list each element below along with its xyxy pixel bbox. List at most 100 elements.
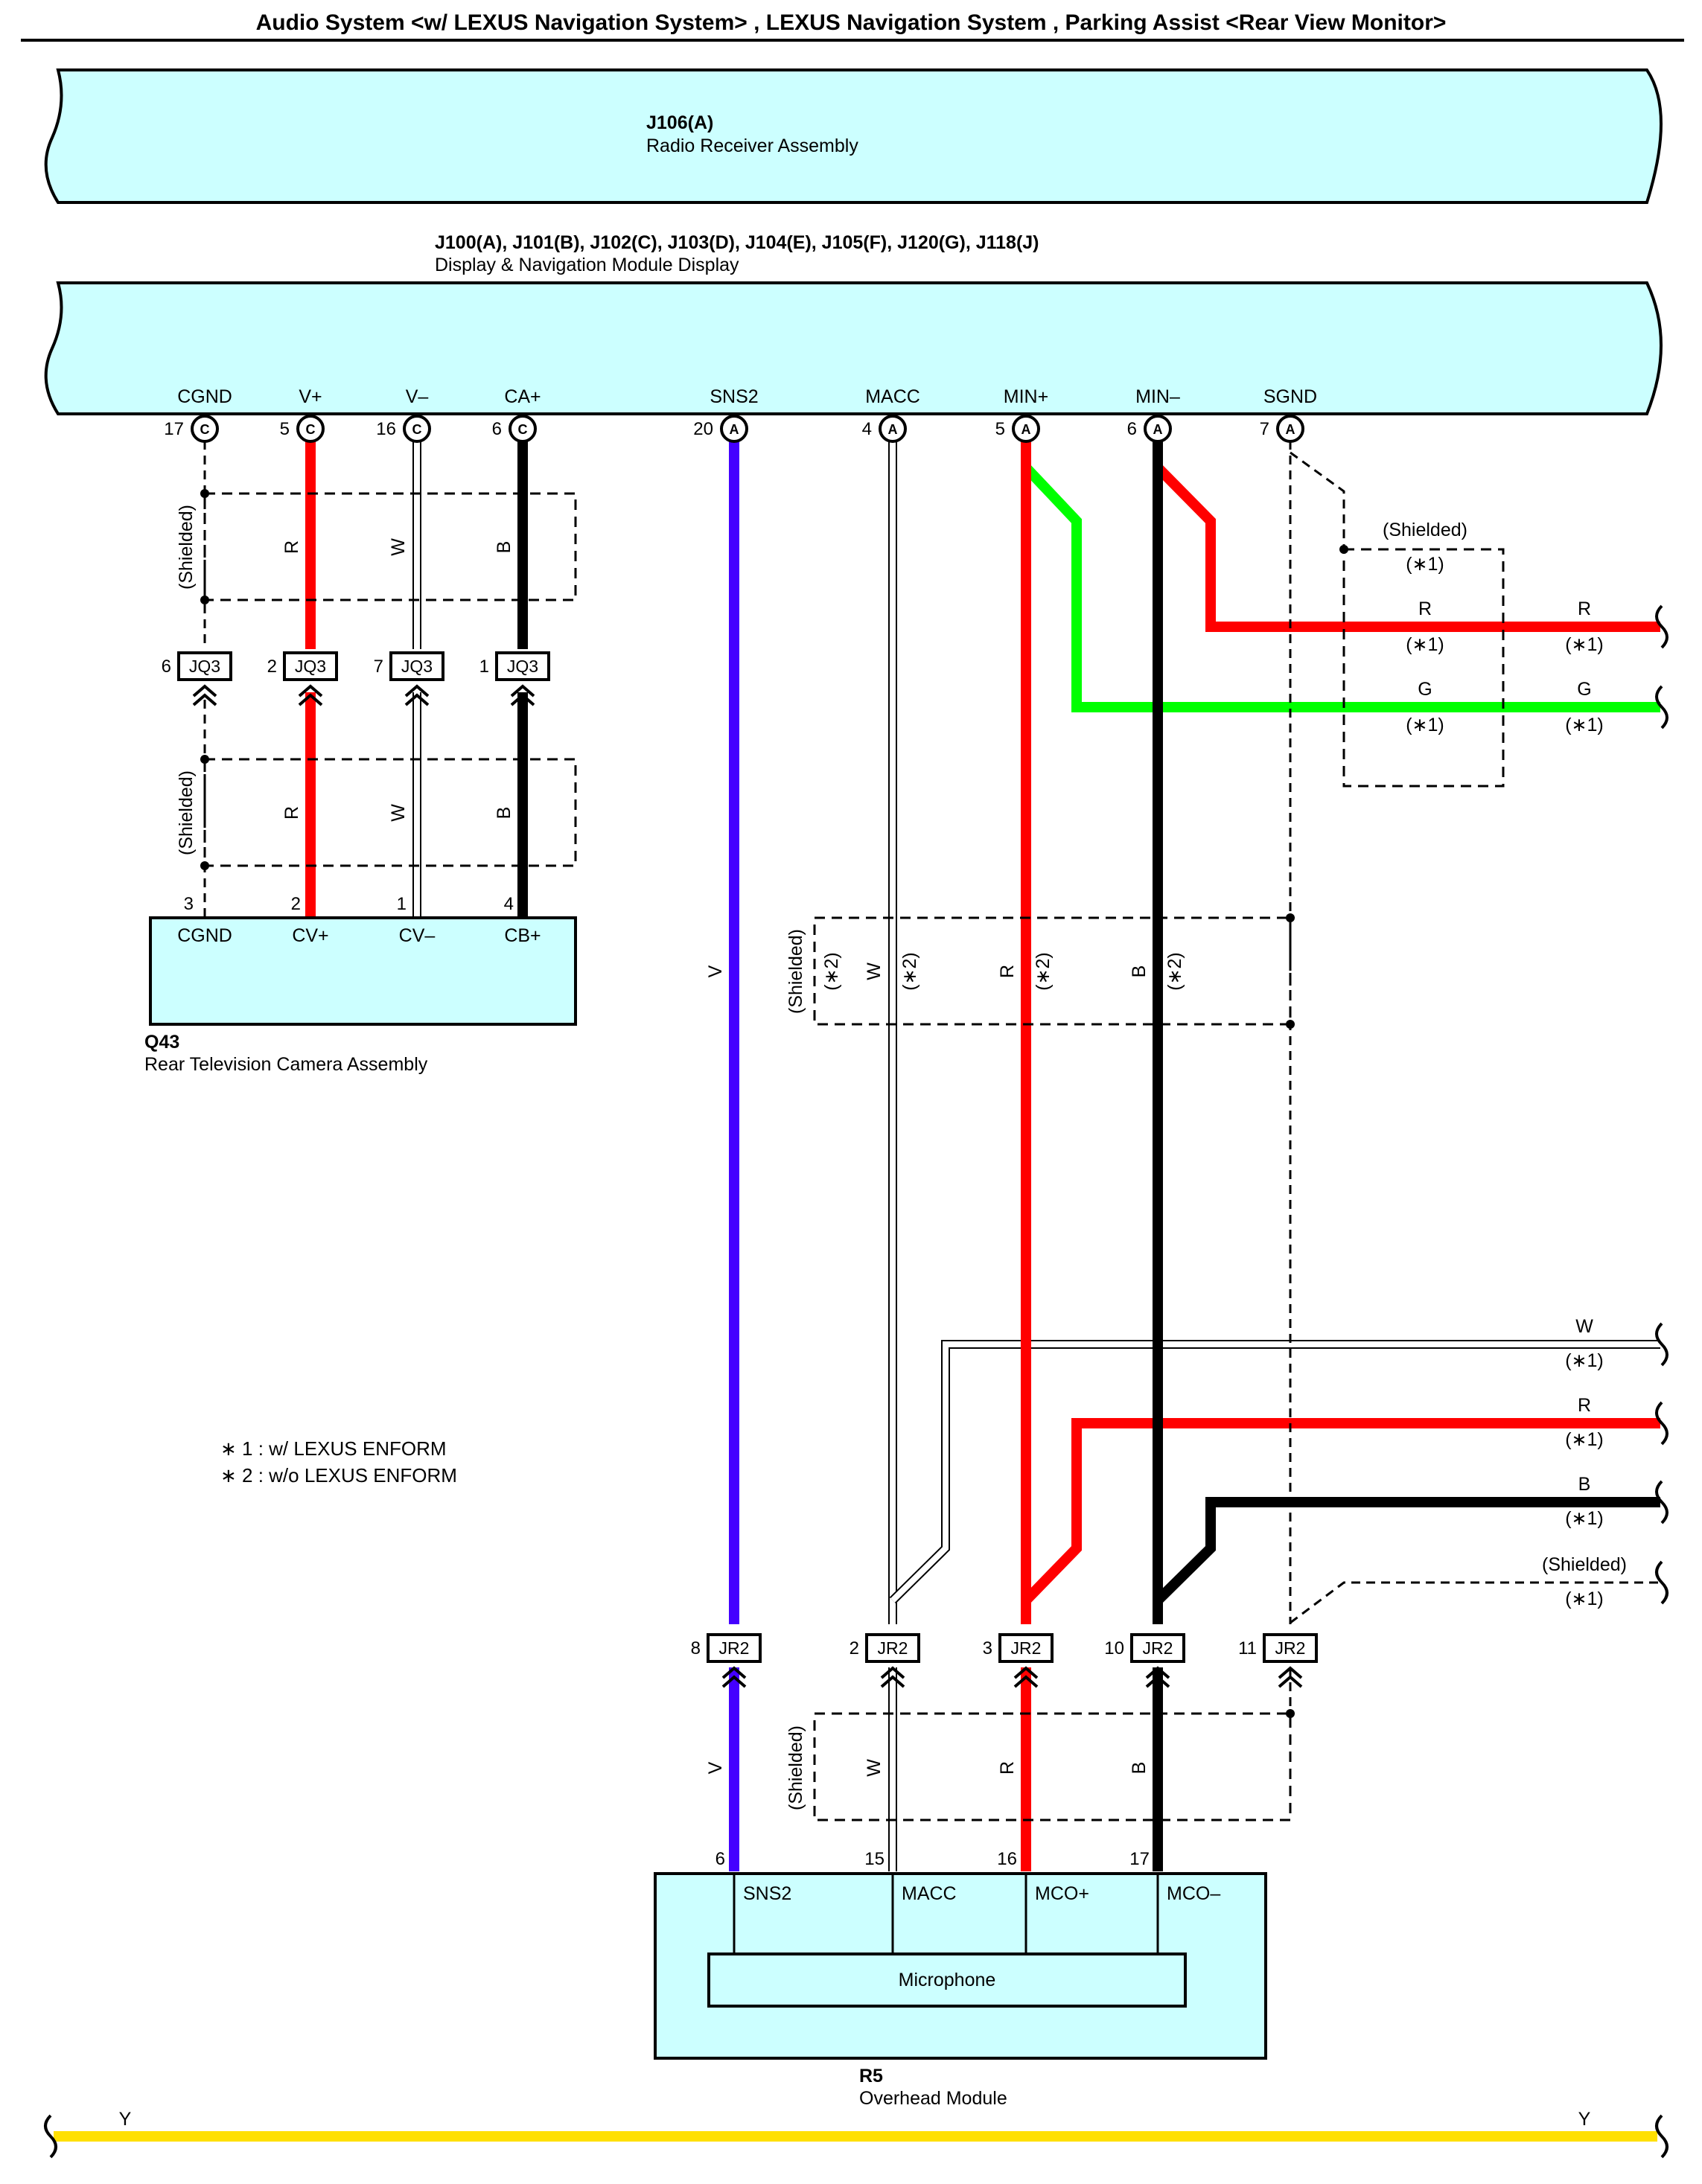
svg-text:C: C (518, 422, 528, 437)
svg-text:(∗1): (∗1) (1565, 715, 1604, 735)
shield-lower (813, 1709, 1295, 1821)
svg-text:JQ3: JQ3 (189, 657, 220, 676)
svg-text:JQ3: JQ3 (507, 657, 538, 676)
svg-text:16: 16 (376, 419, 396, 439)
svg-text:(∗2): (∗2) (1033, 952, 1054, 991)
svg-text:(∗1): (∗1) (1565, 634, 1604, 655)
svg-text:W: W (388, 804, 409, 822)
svg-text:7: 7 (1260, 419, 1269, 439)
svg-text:A: A (1153, 422, 1163, 437)
note-2: ∗ 2 : w/o LEXUS ENFORM (220, 1464, 457, 1487)
svg-text:Y: Y (1578, 2109, 1591, 2130)
svg-text:16: 16 (997, 1849, 1017, 1869)
svg-text:1: 1 (397, 894, 407, 914)
radio-receiver-assembly: J106(A) Radio Receiver Assembly (44, 68, 1663, 204)
svg-text:5: 5 (995, 419, 1005, 439)
svg-text:(∗1): (∗1) (1565, 1350, 1604, 1371)
svg-text:2: 2 (267, 657, 277, 677)
svg-text:8: 8 (691, 1638, 701, 1658)
svg-text:A: A (1021, 422, 1031, 437)
svg-text:6: 6 (492, 419, 502, 439)
svg-text:10: 10 (1104, 1638, 1124, 1658)
wire-minminus-red (1154, 464, 1660, 632)
svg-text:JQ3: JQ3 (295, 657, 326, 676)
svg-text:6: 6 (715, 1849, 725, 1869)
svg-text:B: B (1129, 1762, 1150, 1775)
junction-jr2: 8 JR2 2 JR2 3 JR2 10 JR2 11 JR2 (691, 1633, 1318, 1688)
term-sgnd: SGND (1263, 386, 1317, 407)
camera-name: Rear Television Camera Assembly (144, 1054, 428, 1075)
svg-text:(∗2): (∗2) (821, 952, 842, 991)
svg-text:CV–: CV– (399, 925, 436, 946)
footnotes: ∗ 1 : w/ LEXUS ENFORM ∗ 2 : w/o LEXUS EN… (220, 1437, 457, 1487)
shield-middle (813, 913, 1295, 1029)
svg-text:R: R (281, 806, 302, 820)
svg-text:SNS2: SNS2 (743, 1883, 791, 1904)
svg-text:JR2: JR2 (1011, 1638, 1042, 1658)
svg-text:3: 3 (184, 894, 194, 914)
term-cgnd: CGND (177, 386, 232, 407)
svg-text:W: W (864, 962, 885, 980)
overhead-module: Microphone 6 15 16 17 SNS2 MACC MCO+ MCO… (654, 1849, 1267, 2109)
svg-text:11: 11 (1238, 1638, 1257, 1658)
svg-text:(∗2): (∗2) (899, 952, 920, 991)
svg-text:CV+: CV+ (292, 925, 328, 946)
svg-text:(Shielded): (Shielded) (1542, 1554, 1627, 1575)
svg-text:MCO–: MCO– (1167, 1883, 1220, 1904)
overhead-code: R5 (859, 2066, 883, 2086)
svg-text:(∗1): (∗1) (1565, 1508, 1604, 1529)
term-minplus: MIN+ (1004, 386, 1048, 407)
svg-text:15: 15 (864, 1849, 885, 1869)
svg-text:Microphone: Microphone (899, 1970, 996, 1990)
svg-text:20: 20 (693, 419, 713, 439)
wire-sgnd-dashed (1289, 441, 1660, 1714)
svg-text:CB+: CB+ (504, 925, 541, 946)
svg-text:Y: Y (119, 2109, 132, 2130)
camera-code: Q43 (144, 1032, 179, 1053)
svg-text:V: V (705, 1761, 726, 1774)
svg-text:JR2: JR2 (1143, 1638, 1173, 1658)
note-1: ∗ 1 : w/ LEXUS ENFORM (220, 1437, 447, 1460)
svg-text:R: R (997, 1761, 1018, 1775)
display-navigation-module (44, 281, 1663, 415)
shield-camera-lower (200, 755, 577, 870)
svg-text:B: B (1578, 1474, 1591, 1495)
svg-text:JQ3: JQ3 (401, 657, 433, 676)
svg-text:(∗1): (∗1) (1406, 715, 1444, 735)
svg-text:JR2: JR2 (719, 1638, 750, 1658)
svg-text:B: B (494, 807, 514, 820)
svg-text:G: G (1577, 679, 1591, 700)
svg-text:(∗1): (∗1) (1406, 634, 1444, 655)
svg-text:4: 4 (862, 419, 872, 439)
svg-text:MCO+: MCO+ (1035, 1883, 1089, 1904)
svg-text:R: R (997, 965, 1018, 978)
term-caplus: CA+ (504, 386, 541, 407)
term-minminus: MIN– (1135, 386, 1180, 407)
svg-text:(∗1): (∗1) (1406, 554, 1444, 575)
wire-macc-branch-white (889, 1340, 1660, 1604)
svg-text:JR2: JR2 (1275, 1638, 1306, 1658)
svg-text:G: G (1418, 679, 1432, 700)
svg-text:B: B (494, 541, 514, 554)
svg-text:CGND: CGND (177, 925, 232, 946)
term-vplus: V+ (299, 386, 322, 407)
wire-minminus-black (1153, 441, 1660, 1871)
svg-text:1: 1 (479, 657, 489, 677)
svg-text:2: 2 (291, 894, 301, 914)
svg-text:17: 17 (1129, 1849, 1150, 1869)
break-marks (44, 604, 1668, 2159)
svg-text:W: W (1575, 1316, 1593, 1337)
svg-text:B: B (1129, 965, 1150, 978)
overhead-name: Overhead Module (859, 2088, 1007, 2109)
diagram-title: Audio System <w/ LEXUS Navigation System… (256, 10, 1447, 35)
svg-text:C: C (200, 422, 210, 437)
display-terminal-names: CGND V+ V– CA+ SNS2 MACC MIN+ MIN– SGND (177, 386, 1317, 407)
svg-text:V: V (705, 965, 726, 977)
svg-text:C: C (412, 422, 422, 437)
svg-text:(Shielded): (Shielded) (176, 505, 197, 590)
svg-text:R: R (1418, 598, 1432, 619)
svg-text:2: 2 (850, 1638, 859, 1658)
svg-text:W: W (864, 1759, 885, 1777)
svg-text:W: W (388, 538, 409, 556)
svg-text:R: R (1578, 1395, 1591, 1416)
